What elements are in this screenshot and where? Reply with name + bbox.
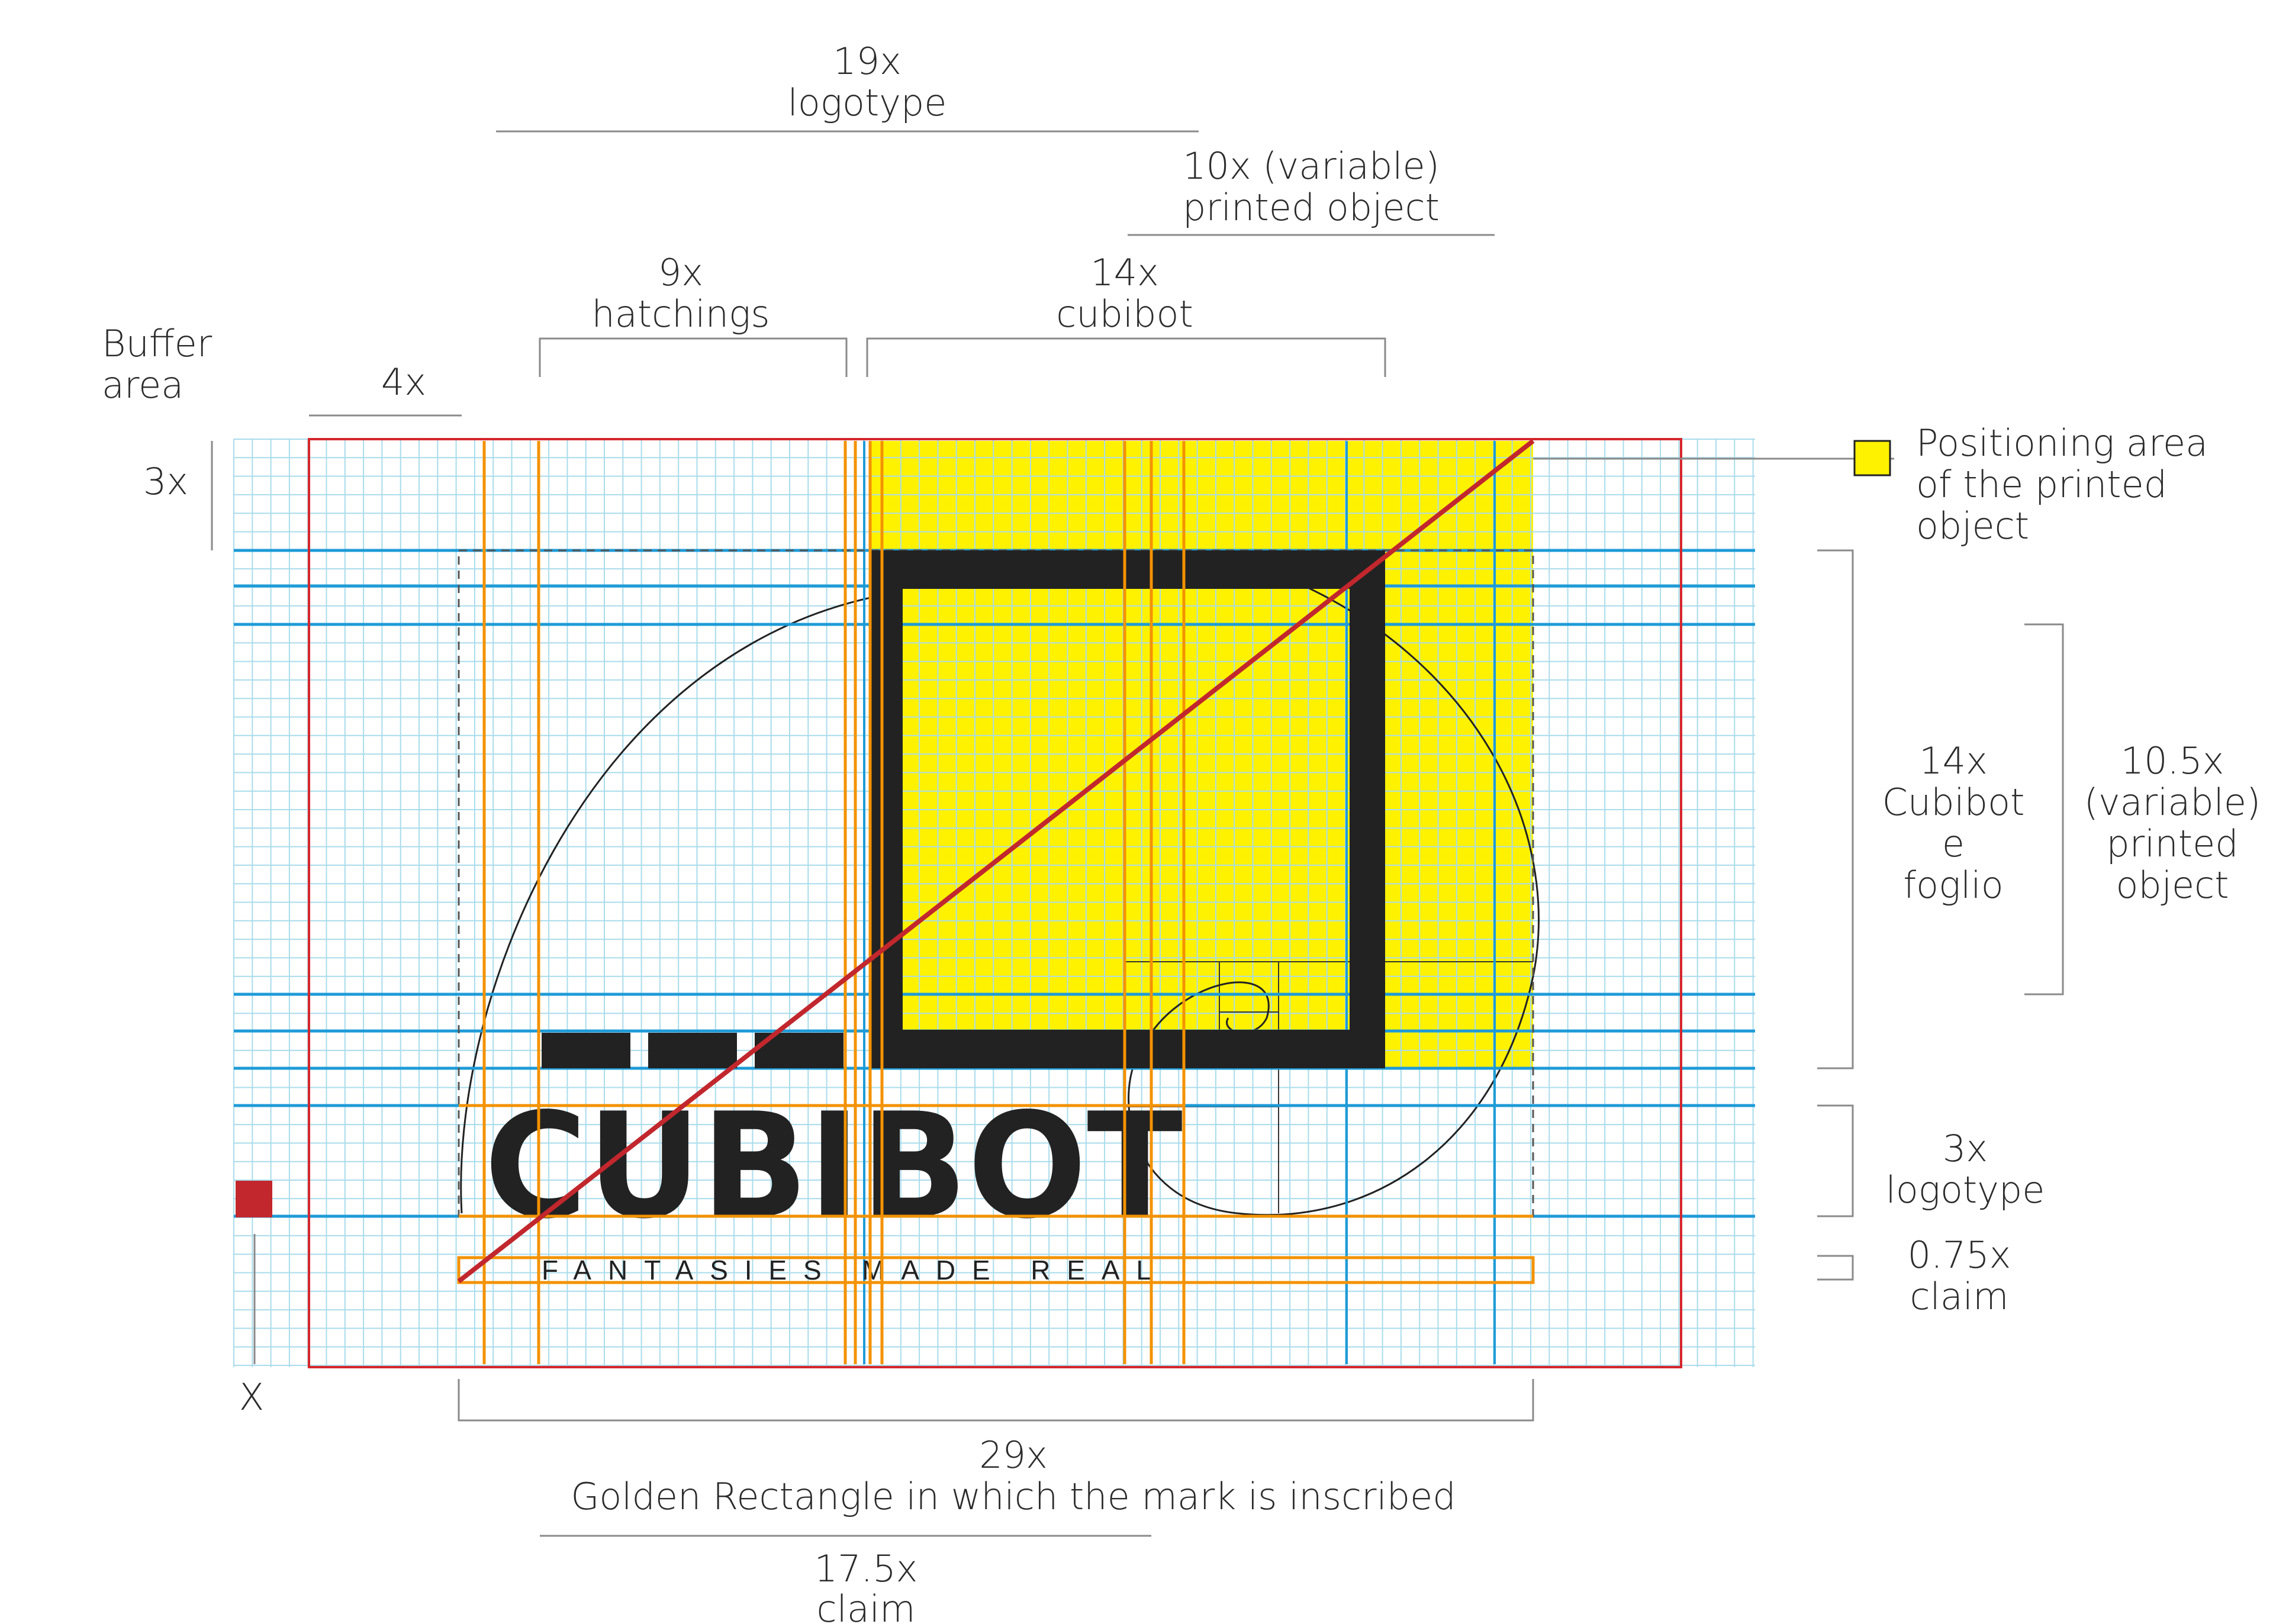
label-4x: 4x bbox=[381, 360, 426, 404]
label-printed-object-top: printed object bbox=[1183, 186, 1440, 229]
dimension-labels: 19x logotype 10x (variable) printed obje… bbox=[102, 40, 2261, 1624]
label-variable: (variable) bbox=[2084, 781, 2261, 824]
label-3x-logotype: 3x bbox=[1943, 1127, 1988, 1170]
label-claim-bottom: claim bbox=[817, 1587, 916, 1624]
label-object: object bbox=[2116, 863, 2229, 907]
label-14x-cubibot: 14x bbox=[1090, 251, 1159, 294]
label-foglio: foglio bbox=[1903, 863, 2003, 907]
label-buffer: Buffer bbox=[102, 322, 213, 365]
dimension-bars bbox=[211, 130, 2064, 1537]
label-claim-right: claim bbox=[1910, 1275, 2009, 1318]
label-area: area bbox=[102, 363, 183, 407]
label-logotype-top: logotype bbox=[788, 81, 947, 124]
label-hatchings: hatchings bbox=[591, 292, 770, 336]
claim-orange-box bbox=[457, 1256, 1535, 1284]
buffer-area-rectangle bbox=[308, 438, 1682, 1368]
label-printed: printed bbox=[2106, 822, 2238, 865]
label-0-75x: 0.75x bbox=[1908, 1233, 2011, 1277]
label-17-5x: 17.5x bbox=[814, 1547, 918, 1590]
label-9x: 9x bbox=[658, 251, 703, 294]
label-29x: 29x bbox=[979, 1433, 1048, 1477]
label-cubibot-right: Cubibot bbox=[1882, 781, 2025, 824]
unit-square-x bbox=[236, 1181, 272, 1217]
golden-diagonal bbox=[457, 439, 1535, 1284]
label-19x: 19x bbox=[833, 40, 902, 83]
hatching-bars bbox=[542, 1033, 843, 1068]
label-10x: 10x (variable) bbox=[1183, 144, 1440, 188]
golden-spiral-curve bbox=[460, 576, 1540, 1216]
label-cubibot: cubibot bbox=[1056, 292, 1193, 336]
blue-vertical-guides bbox=[863, 441, 1496, 1364]
wordmark: CUBIBOT bbox=[484, 1082, 1183, 1251]
label-golden-rectangle: Golden Rectangle in which the mark is in… bbox=[571, 1475, 1456, 1518]
label-x: X bbox=[239, 1375, 264, 1419]
label-positioning-3: object bbox=[1916, 504, 2029, 547]
label-e: e bbox=[1942, 822, 1965, 865]
label-14x-foglio: 14x bbox=[1919, 739, 1988, 782]
label-logotype-right: logotype bbox=[1886, 1168, 2045, 1211]
label-10-5x: 10.5x bbox=[2121, 739, 2224, 782]
label-positioning-1: Positioning area bbox=[1916, 421, 2208, 465]
orange-construction-lines bbox=[459, 441, 1533, 1364]
label-3x-left: 3x bbox=[143, 460, 188, 503]
label-positioning-2: of the printed bbox=[1916, 463, 2167, 506]
positioning-legend-swatch bbox=[1853, 440, 1891, 476]
